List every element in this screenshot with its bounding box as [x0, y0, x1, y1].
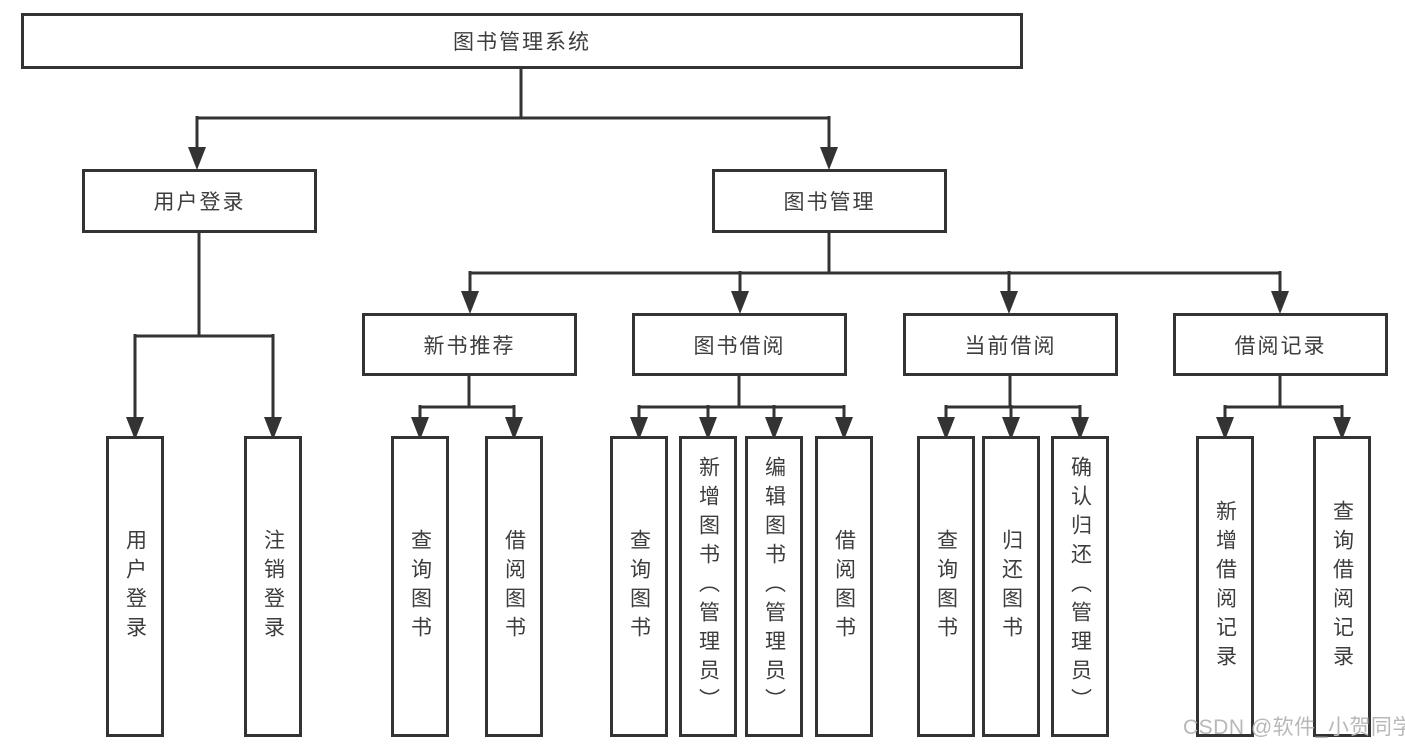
- arrow-down-icon: [1000, 291, 1018, 314]
- node-leaf-return-books: 归还图书: [982, 436, 1040, 737]
- arrow-down-icon: [126, 417, 144, 440]
- arrow-down-icon: [411, 417, 429, 440]
- node-leaf-recommend-query-books: 查询图书: [391, 436, 449, 737]
- node-borrow-records: 借阅记录: [1173, 313, 1388, 376]
- node-leaf-query-borrow-record: 查询借阅记录: [1313, 436, 1371, 737]
- arrow-down-icon: [937, 417, 955, 440]
- arrow-down-icon: [820, 147, 838, 170]
- node-leaf-current-query-books: 查询图书: [917, 436, 975, 737]
- arrow-down-icon: [505, 417, 523, 440]
- arrow-down-icon: [1002, 417, 1020, 440]
- node-leaf-user-login: 用户登录: [106, 436, 164, 737]
- arrow-down-icon: [1271, 291, 1289, 314]
- node-leaf-confirm-return-admin: 确认归还（管理员）: [1051, 436, 1109, 737]
- arrow-down-icon: [1071, 417, 1089, 440]
- arrow-down-icon: [264, 417, 282, 440]
- arrow-down-icon: [731, 291, 749, 314]
- node-leaf-borrow-query-books: 查询图书: [610, 436, 668, 737]
- arrow-down-icon: [461, 291, 479, 314]
- arrow-down-icon: [1333, 417, 1351, 440]
- arrow-down-icon: [630, 417, 648, 440]
- watermark: CSDN @软件_小贺同学: [1183, 716, 1405, 739]
- node-leaf-edit-books-admin: 编辑图书（管理员）: [745, 436, 803, 737]
- arrow-down-icon: [835, 417, 853, 440]
- arrow-down-icon: [699, 417, 717, 440]
- node-leaf-add-books-admin: 新增图书（管理员）: [679, 436, 737, 737]
- node-leaf-add-borrow-record: 新增借阅记录: [1196, 436, 1254, 737]
- node-book-management: 图书管理: [712, 169, 947, 233]
- arrow-down-icon: [188, 147, 206, 170]
- node-library-management-system: 图书管理系统: [21, 13, 1023, 69]
- node-new-book-recommend: 新书推荐: [362, 313, 577, 376]
- node-user-login: 用户登录: [82, 169, 317, 233]
- node-leaf-borrow-borrow-books: 借阅图书: [815, 436, 873, 737]
- node-leaf-logout: 注销登录: [244, 436, 302, 737]
- node-current-borrowing: 当前借阅: [903, 313, 1118, 376]
- arrow-down-icon: [1216, 417, 1234, 440]
- node-leaf-recommend-borrow-books: 借阅图书: [485, 436, 543, 737]
- node-book-borrowing: 图书借阅: [632, 313, 847, 376]
- arrow-down-icon: [765, 417, 783, 440]
